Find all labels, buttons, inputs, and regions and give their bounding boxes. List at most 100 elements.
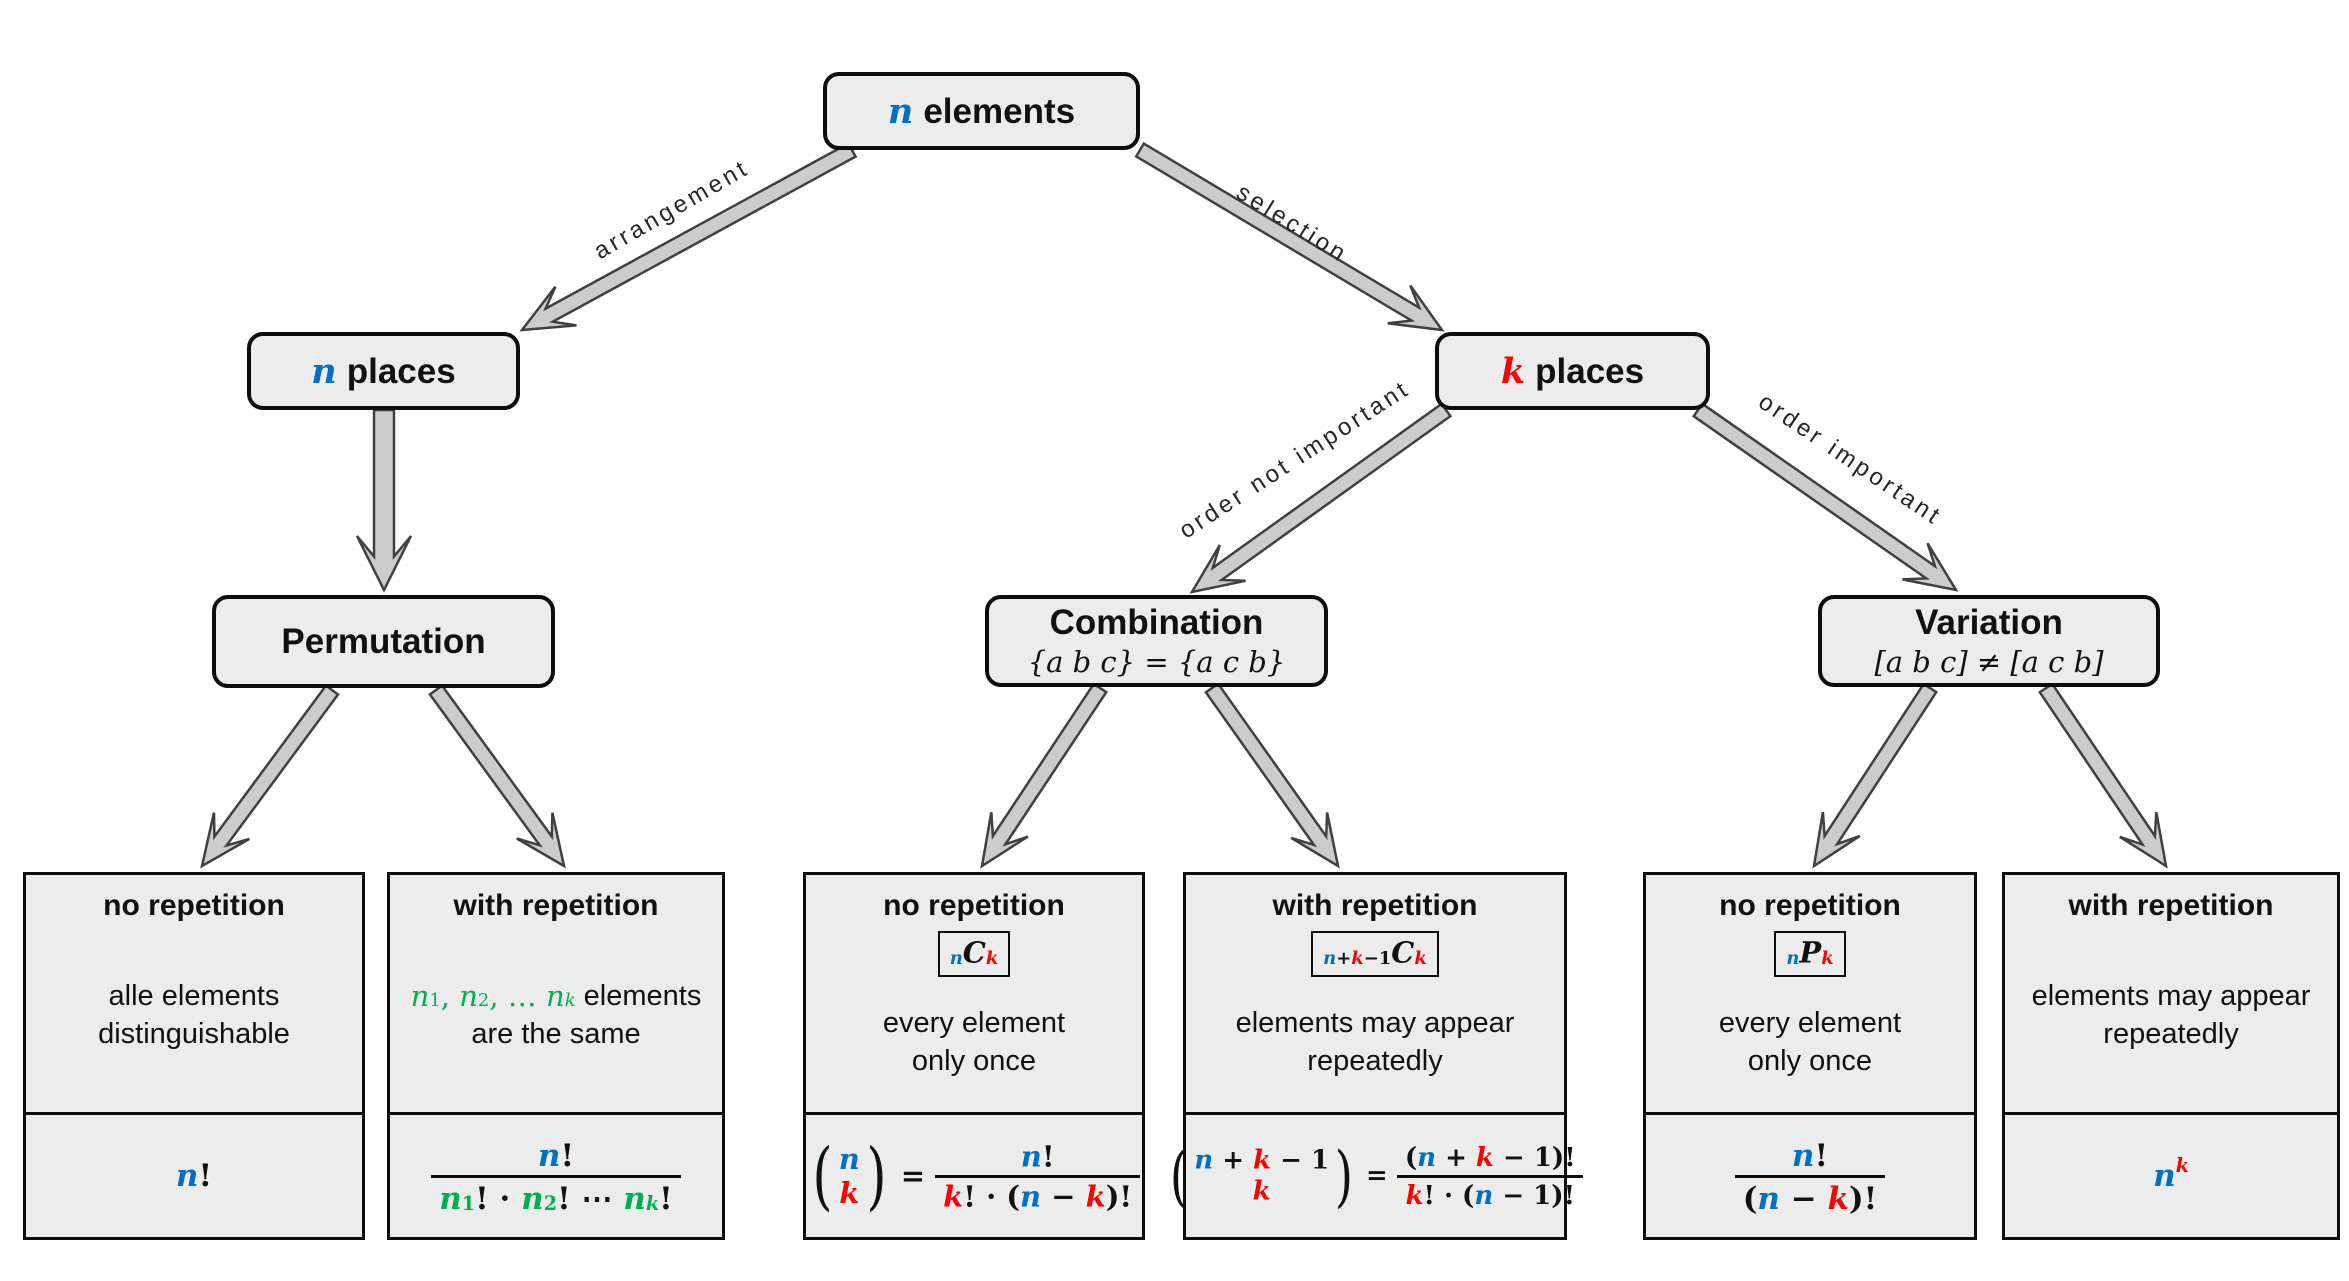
arrow-n-elements-to-n-places [519,141,858,332]
math-token: 2 [543,1192,558,1216]
node-n-places-title: n places [311,351,455,392]
math-token: ! [1814,1137,1829,1174]
math-token: ! [1041,1139,1055,1174]
math-token: ! [963,1178,976,1213]
math-token: n [521,1180,544,1217]
math-token: k [943,1178,964,1213]
math-token: n [459,978,478,1013]
math-token: −1 [1363,947,1392,969]
math-token: ⋯ [570,1180,624,1217]
formula-multiset-permutation: n!n1! · n2! ⋯ nk! [390,1112,722,1237]
math-token: ( [1404,1143,1418,1174]
math-token: k [1085,1178,1106,1213]
description-line: elements may appear [2032,977,2311,1015]
math-token: k [1252,1176,1271,1207]
arrow-k-places-to-combination [1189,402,1453,594]
math-token: − [1041,1178,1086,1213]
math-token: n [1417,1143,1437,1174]
math-token: k [1821,947,1834,969]
math-token: n [838,1142,860,1177]
node-combination: Combination {a b c} = {a c b} [985,595,1328,687]
math-token: n [1757,1180,1780,1217]
math-token: ! [1423,1180,1435,1211]
math-token: are the same [471,1017,641,1050]
math-token: elements may appear [1235,1006,1515,1039]
math-token: k [1405,1180,1424,1211]
math-token: k [985,947,999,969]
arrow-n-elements-to-k-places [1134,141,1445,332]
leaf-heading: with repetition [1272,889,1478,922]
node-k-places-text: places [1535,351,1645,391]
math-token: n [1323,947,1337,969]
math-token: every element [882,1006,1066,1039]
math-token: ! [475,1180,489,1217]
math-token: only once [1747,1044,1873,1077]
math-token: n [2153,1158,2176,1194]
math-token: k [645,1192,660,1216]
leaf-heading: with repetition [453,889,659,922]
leaf-heading: no repetition [103,889,285,922]
node-k-places-title: k places [1501,351,1644,392]
arrow-variation-to-with-repetition [2038,682,2168,869]
math-token: repeatedly [1307,1044,1443,1077]
math-token: + [1436,1143,1476,1174]
math-token: n [537,1137,561,1174]
math-token: ! [659,1180,673,1217]
math-token: n [410,978,430,1013]
math-token: every element [1718,1006,1902,1039]
node-combination-subtitle: {a b c} = {a c b} [1027,645,1286,679]
arrow-combination-to-with-repetition [1204,681,1340,869]
math-token: n [1791,1137,1815,1174]
math-token: P [1799,935,1822,970]
math-token: , [440,978,460,1013]
node-n-elements-title: n elements [888,91,1075,132]
math-token: distinguishable [98,1017,290,1050]
node-n-elements-text: elements [923,91,1076,131]
math-token: ! [560,1137,575,1174]
math-token: n [1786,947,1800,969]
arrow-k-places-to-variation [1691,402,1959,592]
node-permutation: Permutation [212,595,555,688]
leaf-combination-with-repetition: with repetition n+k−1Ck elements may app… [1170,872,1583,1240]
description-line: only once [1719,1042,1901,1080]
description-line: distinguishable [98,1015,290,1053]
node-n-elements: n elements [823,72,1140,150]
math-token: k [1414,947,1427,969]
leaf-heading: no repetition [883,889,1065,922]
math-token: − [1779,1180,1828,1217]
math-token: ! [557,1180,571,1217]
node-permutation-title: Permutation [281,621,486,661]
node-k-places: k places [1435,332,1710,410]
math-token: k [1475,1143,1494,1174]
math-token: = [1356,1161,1397,1191]
math-token: , … [489,978,547,1013]
math-token: 1 [461,1192,476,1216]
math-token: k [2175,1153,2189,1177]
math-token: 2 [477,990,490,1012]
math-token: + [1336,947,1352,969]
badge-nPk: nPk [1774,931,1846,978]
arrow-permutation-to-with-repetition [428,683,566,869]
math-token: C [962,935,986,970]
node-variation-subtitle: [a b c] ≠ [a c b] [1874,645,2104,679]
node-combination-title: Combination [1049,603,1264,642]
math-token: − 1 [1271,1145,1330,1176]
math-token: ! [198,1158,213,1194]
math-token: + [1213,1145,1254,1176]
description-line: n1, n2, … nk elements [411,977,702,1015]
